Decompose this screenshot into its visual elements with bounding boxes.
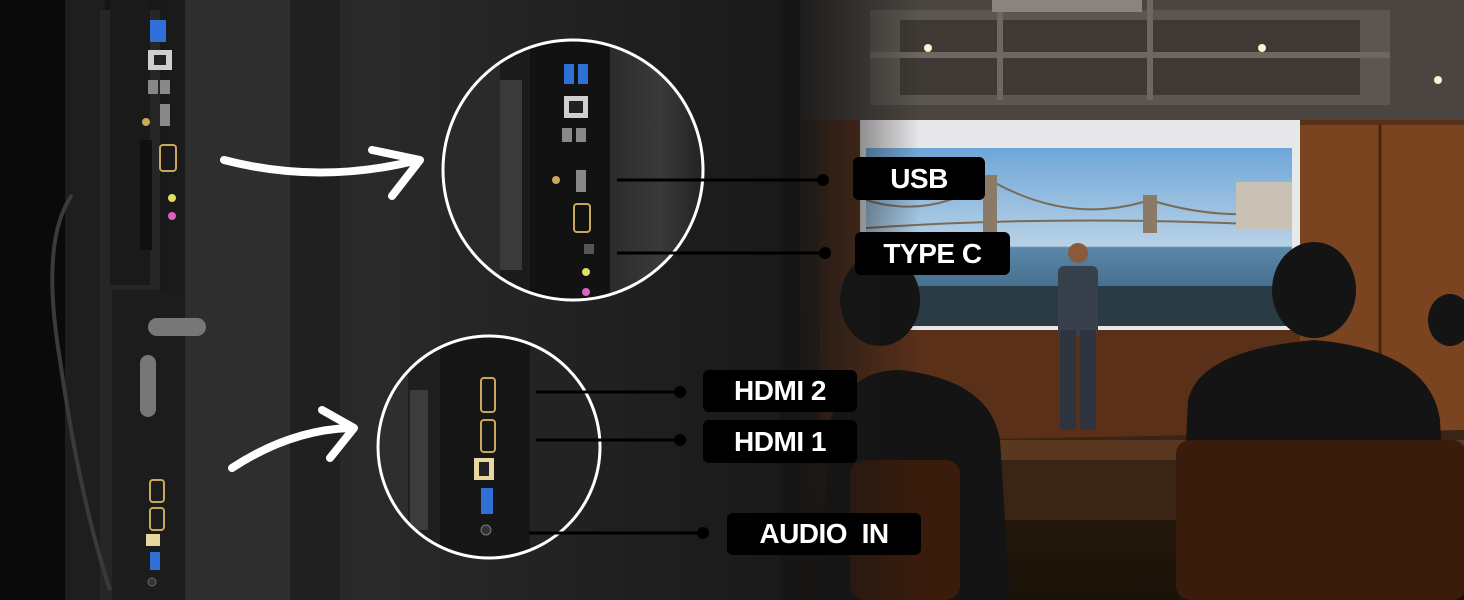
audio-in-label: AUDIO IN bbox=[727, 513, 921, 555]
conference-room-photo bbox=[780, 0, 1464, 600]
leader-dot-usb bbox=[817, 174, 829, 186]
leader-dot-audio-in bbox=[697, 527, 709, 539]
presenter-figure bbox=[1058, 243, 1098, 430]
arrow-to-top-callout bbox=[220, 156, 422, 177]
zoom-callout-bottom bbox=[376, 334, 602, 560]
hdmi2-label: HDMI 2 bbox=[703, 370, 857, 412]
leader-lines bbox=[529, 178, 825, 535]
arrow-to-bottom-callout bbox=[228, 424, 354, 472]
type-c-label: TYPE C bbox=[855, 232, 1010, 275]
zoom-callout-top bbox=[441, 38, 705, 302]
leader-dot-hdmi2 bbox=[674, 386, 686, 398]
usb-label: USB bbox=[853, 157, 985, 200]
hdmi1-label: HDMI 1 bbox=[703, 420, 857, 463]
leader-dot-type-c bbox=[819, 247, 831, 259]
leader-dot-hdmi1 bbox=[674, 434, 686, 446]
tv-rear-panel bbox=[0, 0, 340, 600]
